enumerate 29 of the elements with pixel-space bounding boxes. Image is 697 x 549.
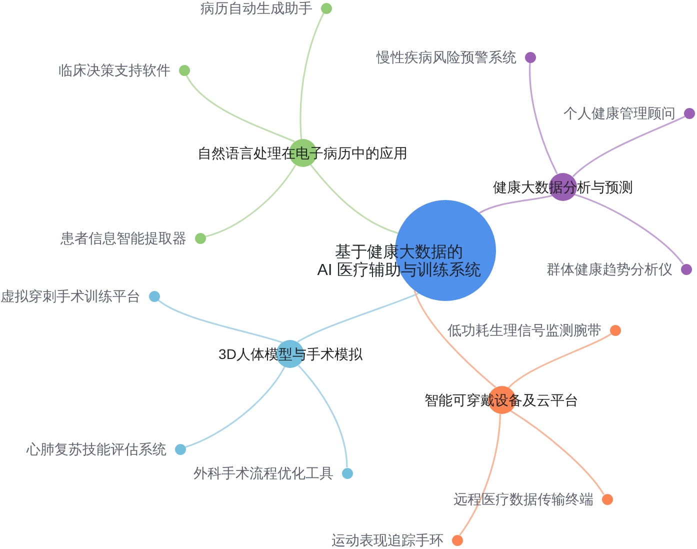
branch-topic-node: 健康大数据分析与预测 (493, 172, 633, 200)
curved-connector (508, 333, 612, 388)
curved-connector (157, 299, 283, 344)
curved-connector (184, 366, 286, 448)
curved-connector (186, 74, 295, 142)
leaf-topic-label: 虚拟穿刺手术训练平台 (0, 288, 140, 304)
leaf-topic-label: 外科手术流程优化工具 (194, 465, 334, 481)
leaf-topic-label: 低功耗生理信号监测腕带 (448, 322, 602, 338)
leaf-topic-label: 病历自动生成助手 (200, 0, 312, 16)
leaf-topic-label: 临床决策支持软件 (58, 62, 170, 78)
curved-connector (300, 12, 324, 140)
curved-connector (310, 164, 398, 234)
curved-connector (510, 410, 604, 495)
curved-connector (297, 292, 419, 343)
leaf-topic-label: 心肺复苏技能评估系统 (26, 441, 166, 457)
curved-connector (529, 62, 558, 174)
curved-connector (414, 290, 496, 388)
leaf-topic-label: 患者信息智能提取器 (60, 230, 186, 246)
curved-connector (205, 164, 296, 238)
leaf-topic-label: 群体健康趋势分析仪 (546, 261, 672, 277)
curved-connector (298, 364, 348, 468)
leaf-topic-label: 运动表现追踪手环 (332, 532, 444, 548)
leaf-topic-label: 个人健康管理顾问 (564, 105, 676, 121)
curved-connector (459, 414, 502, 536)
curved-connector (574, 194, 684, 265)
leaf-topic-label: 慢性疾病风险预警系统 (376, 49, 516, 65)
curved-connector (572, 116, 686, 178)
leaf-topic-label: 远程医疗数据传输终端 (454, 491, 594, 507)
curved-connector (478, 194, 552, 214)
